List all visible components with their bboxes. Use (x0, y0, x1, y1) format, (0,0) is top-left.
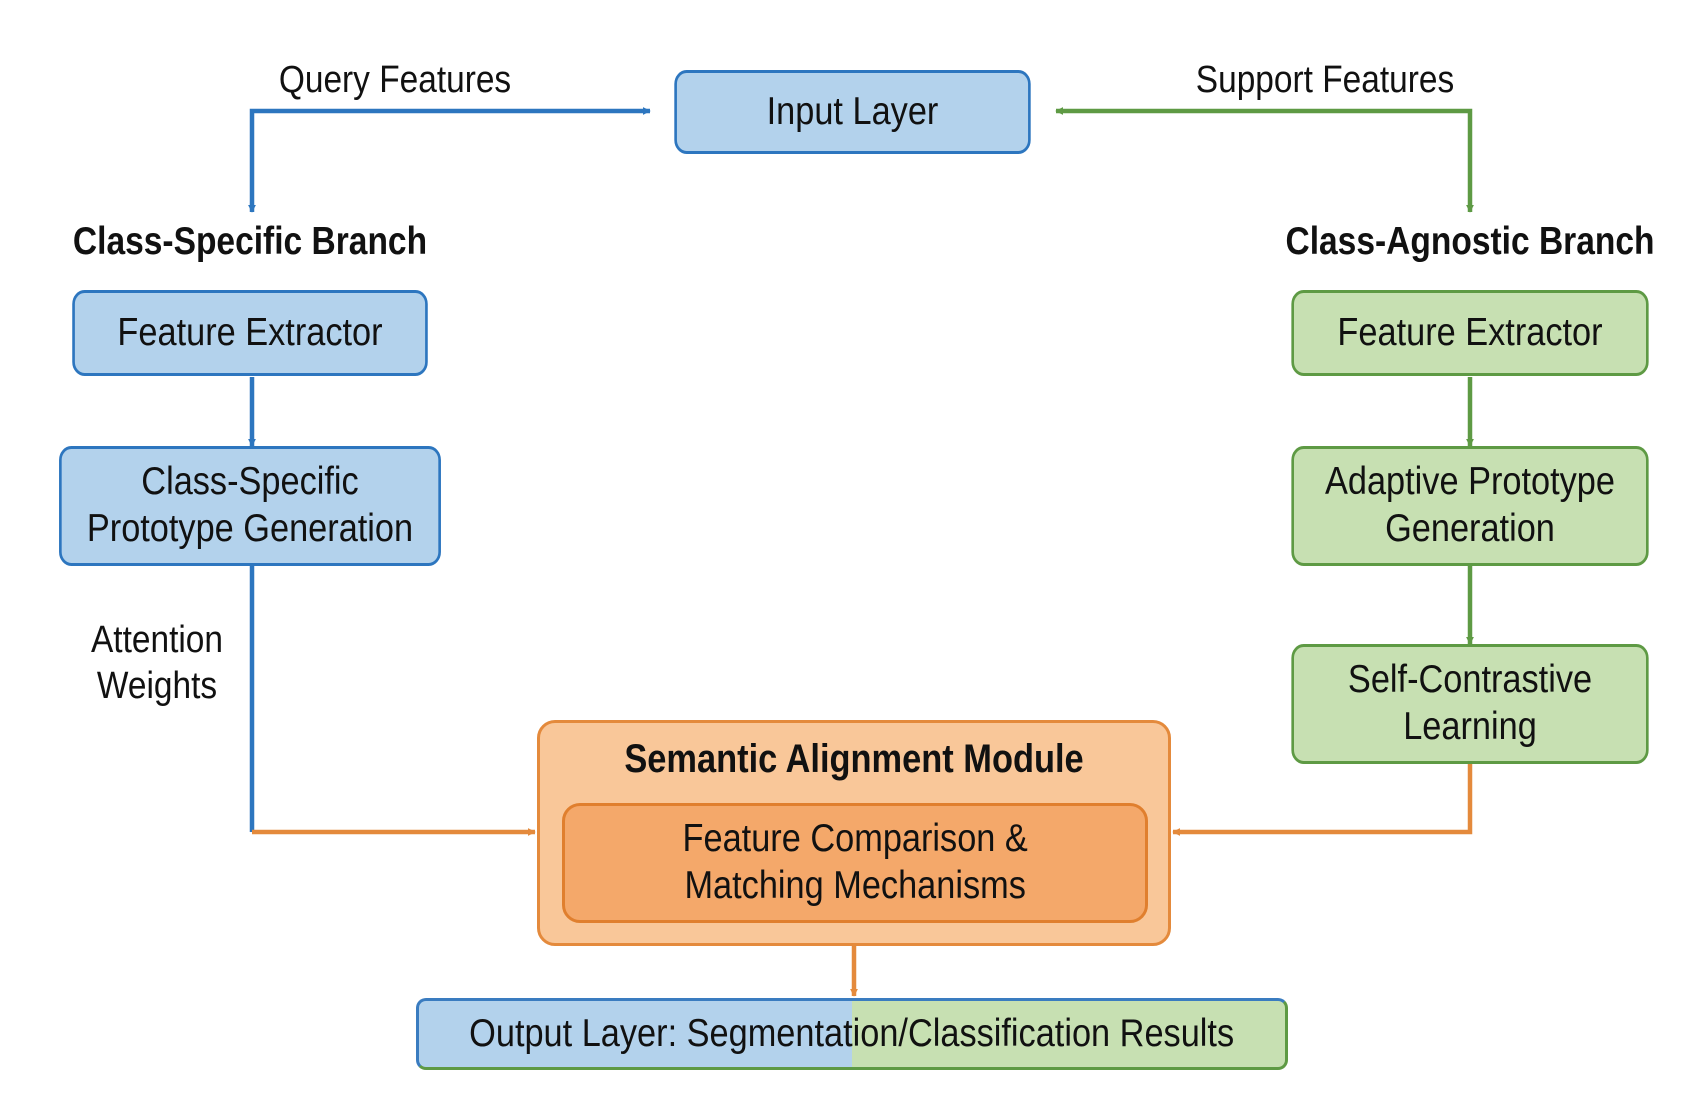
feature-comparison-label: Feature Comparison & Matching Mechanisms (682, 817, 1028, 907)
class-specific-branch-heading: Class-Specific Branch (72, 220, 428, 263)
query-features-label: Query Features (278, 59, 512, 101)
output-layer-label: Output Layer: Segmentation/Classificatio… (469, 1012, 1235, 1055)
class-agnostic-feature-extractor-box: Feature Extractor (1291, 290, 1649, 376)
class-specific-feature-extractor-box: Feature Extractor (72, 290, 428, 376)
feature-comparison-box: Feature Comparison & Matching Mechanisms (562, 803, 1148, 923)
support-features-label: Support Features (1195, 59, 1455, 101)
adaptive-prototype-generation-box: Adaptive Prototype Generation (1291, 446, 1649, 566)
self-contrastive-learning-box: Self-Contrastive Learning (1291, 644, 1649, 764)
class-specific-prototype-generation-box: Class-Specific Prototype Generation (59, 446, 441, 566)
attention-weights-label: Attention Weights (91, 619, 223, 707)
query-features-connector (248, 107, 651, 213)
right-to-alignment-arrow (1172, 763, 1473, 836)
adaptive-prototype-generation-label: Adaptive Prototype Generation (1324, 460, 1615, 550)
self-contrastive-learning-label: Self-Contrastive Learning (1347, 658, 1593, 748)
input-layer-box: Input Layer (674, 70, 1031, 154)
output-layer-box: Output Layer: Segmentation/Classificatio… (416, 998, 1288, 1070)
semantic-alignment-module: Semantic Alignment Module Feature Compar… (537, 720, 1171, 946)
input-layer-label: Input Layer (766, 89, 939, 133)
class-agnostic-feature-extractor-label: Feature Extractor (1337, 310, 1603, 354)
support-features-connector (1055, 107, 1474, 213)
class-agnostic-branch-heading: Class-Agnostic Branch (1285, 220, 1655, 263)
class-specific-feature-extractor-label: Feature Extractor (117, 310, 383, 354)
semantic-alignment-module-title: Semantic Alignment Module (624, 737, 1084, 781)
class-specific-prototype-generation-label: Class-Specific Prototype Generation (86, 460, 414, 550)
